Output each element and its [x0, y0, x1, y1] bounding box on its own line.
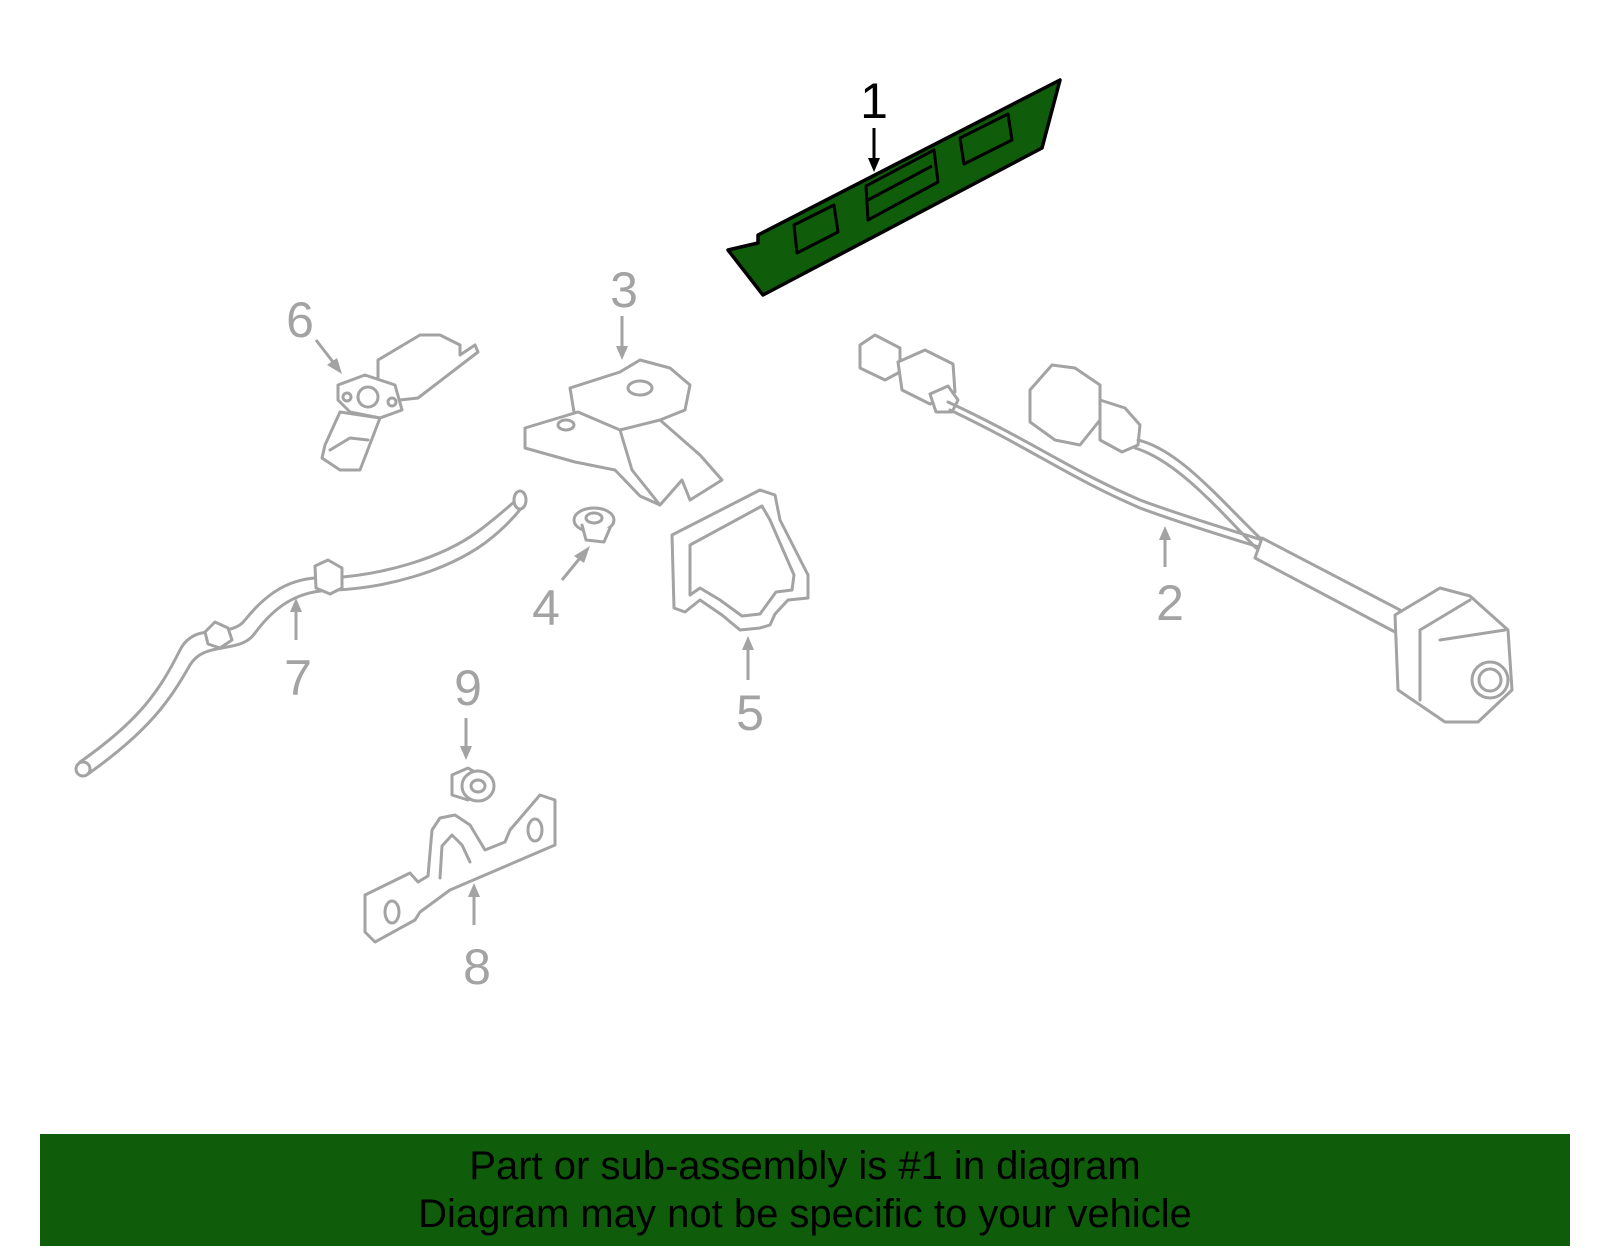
- callout-arrow-8: [468, 883, 480, 925]
- callout-4[interactable]: 4: [532, 580, 560, 636]
- part-7-hose[interactable]: [74, 489, 528, 778]
- callout-arrow-9: [460, 718, 472, 760]
- callout-arrow-7: [290, 598, 302, 640]
- part-5-seal-gasket[interactable]: [670, 488, 810, 632]
- callout-2[interactable]: 2: [1156, 575, 1184, 631]
- part-8-latch-bracket[interactable]: [363, 793, 557, 944]
- callout-arrow-4: [560, 546, 590, 581]
- banner-line-1: Part or sub-assembly is #1 in diagram: [469, 1144, 1141, 1188]
- info-banner: Part or sub-assembly is #1 in diagram Di…: [40, 1134, 1570, 1246]
- callout-labels: 1 2 3 4 5 6 7 8 9: [284, 73, 1184, 995]
- callout-6[interactable]: 6: [286, 292, 314, 348]
- part-1-bracket-highlighted[interactable]: [726, 78, 1062, 297]
- callout-7[interactable]: 7: [284, 650, 312, 706]
- part-9-nut[interactable]: [450, 766, 496, 803]
- callout-9[interactable]: 9: [454, 660, 482, 716]
- callout-arrow-6: [314, 339, 342, 374]
- part-3-bracket-assembly[interactable]: [523, 358, 724, 507]
- callout-8[interactable]: 8: [463, 939, 491, 995]
- callout-arrow-2: [1159, 526, 1171, 567]
- callout-arrow-3: [616, 316, 628, 360]
- banner-line-2: Diagram may not be specific to your vehi…: [418, 1192, 1192, 1236]
- part-2-camera-harness[interactable]: [858, 333, 1514, 724]
- part-6-mounting-bracket[interactable]: [320, 333, 480, 472]
- callout-1[interactable]: 1: [860, 73, 888, 129]
- callout-arrow-5: [742, 636, 754, 680]
- callout-arrow-1: [868, 128, 880, 172]
- callout-3[interactable]: 3: [610, 262, 638, 318]
- part-4-push-nut[interactable]: [572, 506, 616, 544]
- callout-arrows: [290, 128, 1171, 925]
- callout-5[interactable]: 5: [736, 685, 764, 741]
